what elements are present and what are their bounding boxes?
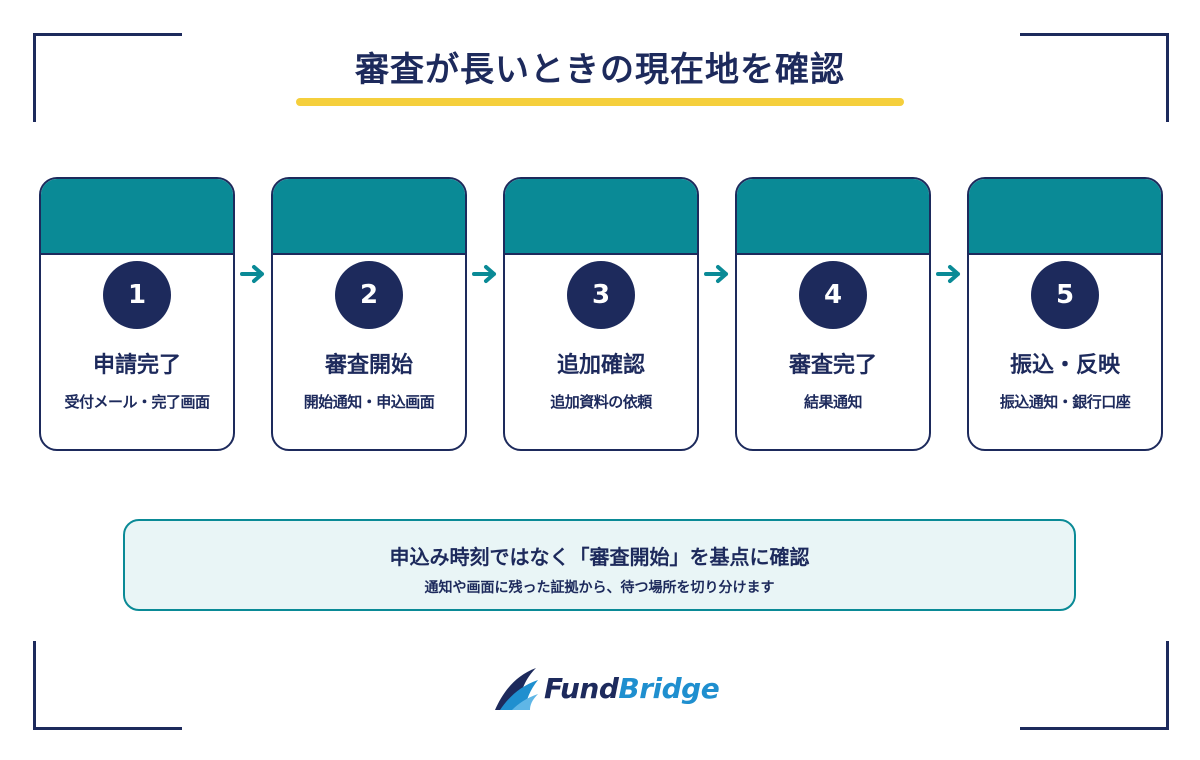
step-number-badge: 5: [1031, 261, 1099, 329]
step-number-badge: 1: [103, 261, 171, 329]
arrow-right-icon: [472, 265, 496, 283]
note-sub-text: 通知や画面に残った証拠から、待つ場所を切り分けます: [424, 580, 775, 596]
arrow-right-icon: [240, 265, 264, 283]
step-number-badge: 3: [567, 261, 635, 329]
logo-wordmark: FundBridge: [544, 672, 720, 705]
step-card-header: [41, 179, 233, 255]
step-subtitle: 開始通知・申込画面: [303, 393, 435, 411]
note-box: 申込み時刻ではなく「審査開始」を基点に確認 通知や画面に残った証拠から、待つ場所…: [123, 519, 1076, 611]
step-card-1: 1 申請完了 受付メール・完了画面: [39, 177, 235, 451]
step-number-badge: 4: [799, 261, 867, 329]
step-card-2: 2 審査開始 開始通知・申込画面: [271, 177, 467, 451]
frame-corner-top-right: [1020, 33, 1169, 122]
logo-text-fund: Fund: [544, 672, 619, 705]
logo-text-bridge: Bridge: [618, 672, 720, 705]
sail-icon: [495, 668, 538, 710]
frame-corner-top-left: [33, 33, 182, 122]
step-card-header: [737, 179, 929, 255]
step-card-header: [505, 179, 697, 255]
step-number-badge: 2: [335, 261, 403, 329]
title-underline: [296, 98, 904, 106]
step-card-4: 4 審査完了 結果通知: [735, 177, 931, 451]
step-title: 審査完了: [788, 353, 877, 378]
note-main-text: 申込み時刻ではなく「審査開始」を基点に確認: [389, 545, 810, 569]
step-card-header: [969, 179, 1161, 255]
step-card-header: [273, 179, 465, 255]
page-title: 審査が長いときの現在地を確認: [355, 50, 845, 90]
step-subtitle: 結果通知: [803, 393, 863, 411]
step-subtitle: 追加資料の依頼: [550, 393, 652, 411]
step-card-3: 3 追加確認 追加資料の依頼: [503, 177, 699, 451]
arrow-right-icon: [704, 265, 728, 283]
step-title: 追加確認: [556, 353, 645, 378]
step-title: 審査開始: [324, 353, 413, 378]
step-title: 申請完了: [92, 353, 181, 378]
step-subtitle: 受付メール・完了画面: [64, 393, 210, 411]
fundbridge-logo: FundBridge: [492, 664, 720, 714]
step-card-5: 5 振込・反映 振込通知・銀行口座: [967, 177, 1163, 451]
step-subtitle: 振込通知・銀行口座: [999, 393, 1131, 411]
step-title: 振込・反映: [1009, 353, 1120, 378]
arrow-right-icon: [936, 265, 960, 283]
frame-corner-bottom-right: [1020, 641, 1169, 730]
frame-corner-bottom-left: [33, 641, 182, 730]
